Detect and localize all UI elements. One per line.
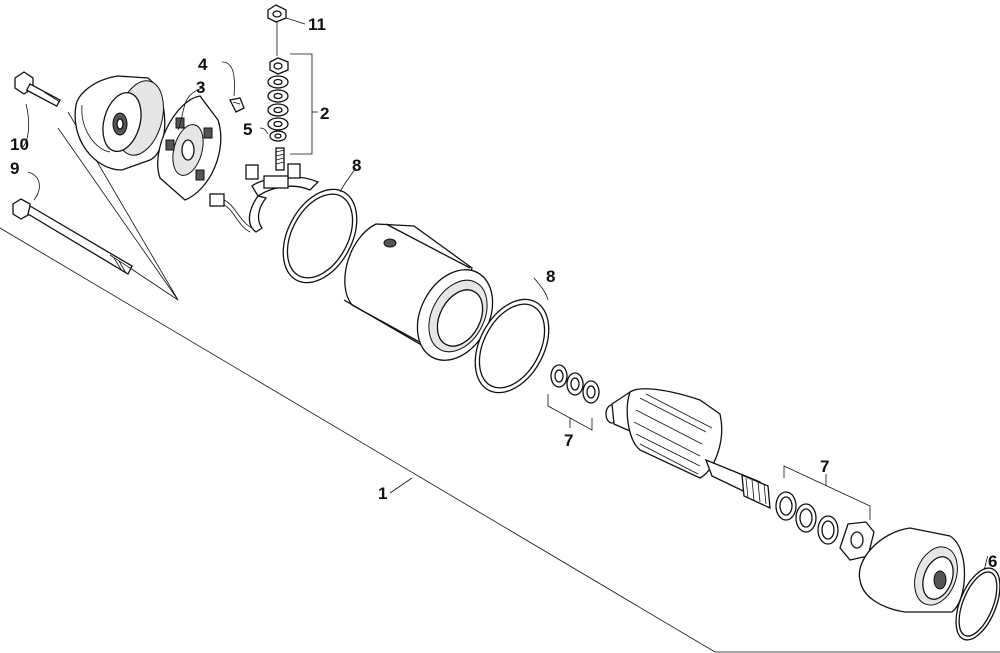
- callout-8-upper: 8: [352, 156, 361, 175]
- leader-11: [285, 17, 306, 25]
- through-bolt-9: [12, 198, 133, 275]
- callout-7-left: 7: [564, 431, 573, 450]
- leader-8-upper: [339, 167, 357, 193]
- callout-11: 11: [308, 15, 326, 34]
- callout-6: 6: [988, 552, 997, 571]
- callout-7-right: 7: [820, 457, 829, 476]
- leader-5: [259, 127, 269, 135]
- callout-2: 2: [320, 104, 329, 123]
- bracket-7-right: [783, 465, 871, 520]
- callout-9: 9: [10, 159, 19, 178]
- leader-9: [27, 171, 40, 201]
- rear-end-cover: [74, 75, 166, 171]
- o-ring-6: [955, 567, 1000, 641]
- leader-4: [221, 61, 235, 97]
- o-ring-8-lower: [474, 298, 550, 394]
- callout-3: 3: [196, 78, 205, 97]
- long-bolt-10: [14, 71, 61, 108]
- yoke-housing: [343, 223, 494, 361]
- leader-1: [389, 477, 413, 494]
- brush-holder-assembly: [209, 147, 320, 233]
- brush-plate-3: [157, 95, 222, 201]
- armature: [605, 388, 771, 510]
- shim-set-7-left: [550, 364, 600, 404]
- callout-8-lower: 8: [546, 267, 555, 286]
- callout-5: 5: [243, 120, 252, 139]
- assembly-bracket-line: [0, 227, 1000, 653]
- bolt-leader: [129, 267, 179, 301]
- leader-8-lower: [533, 277, 549, 301]
- callout-4: 4: [198, 55, 208, 74]
- leader-3: [177, 87, 203, 131]
- leader-10: [21, 103, 30, 149]
- bracket-2: [290, 53, 313, 155]
- clip-4: [229, 97, 245, 113]
- leader-6: [983, 555, 989, 571]
- shim-set-7-right: [775, 491, 875, 561]
- o-ring-8-upper: [282, 188, 358, 284]
- callout-10: 10: [10, 135, 29, 154]
- front-end-cover: [858, 527, 966, 613]
- callout-1: 1: [378, 484, 387, 503]
- nut-11: [267, 4, 287, 23]
- washer-stack-2: [267, 57, 289, 142]
